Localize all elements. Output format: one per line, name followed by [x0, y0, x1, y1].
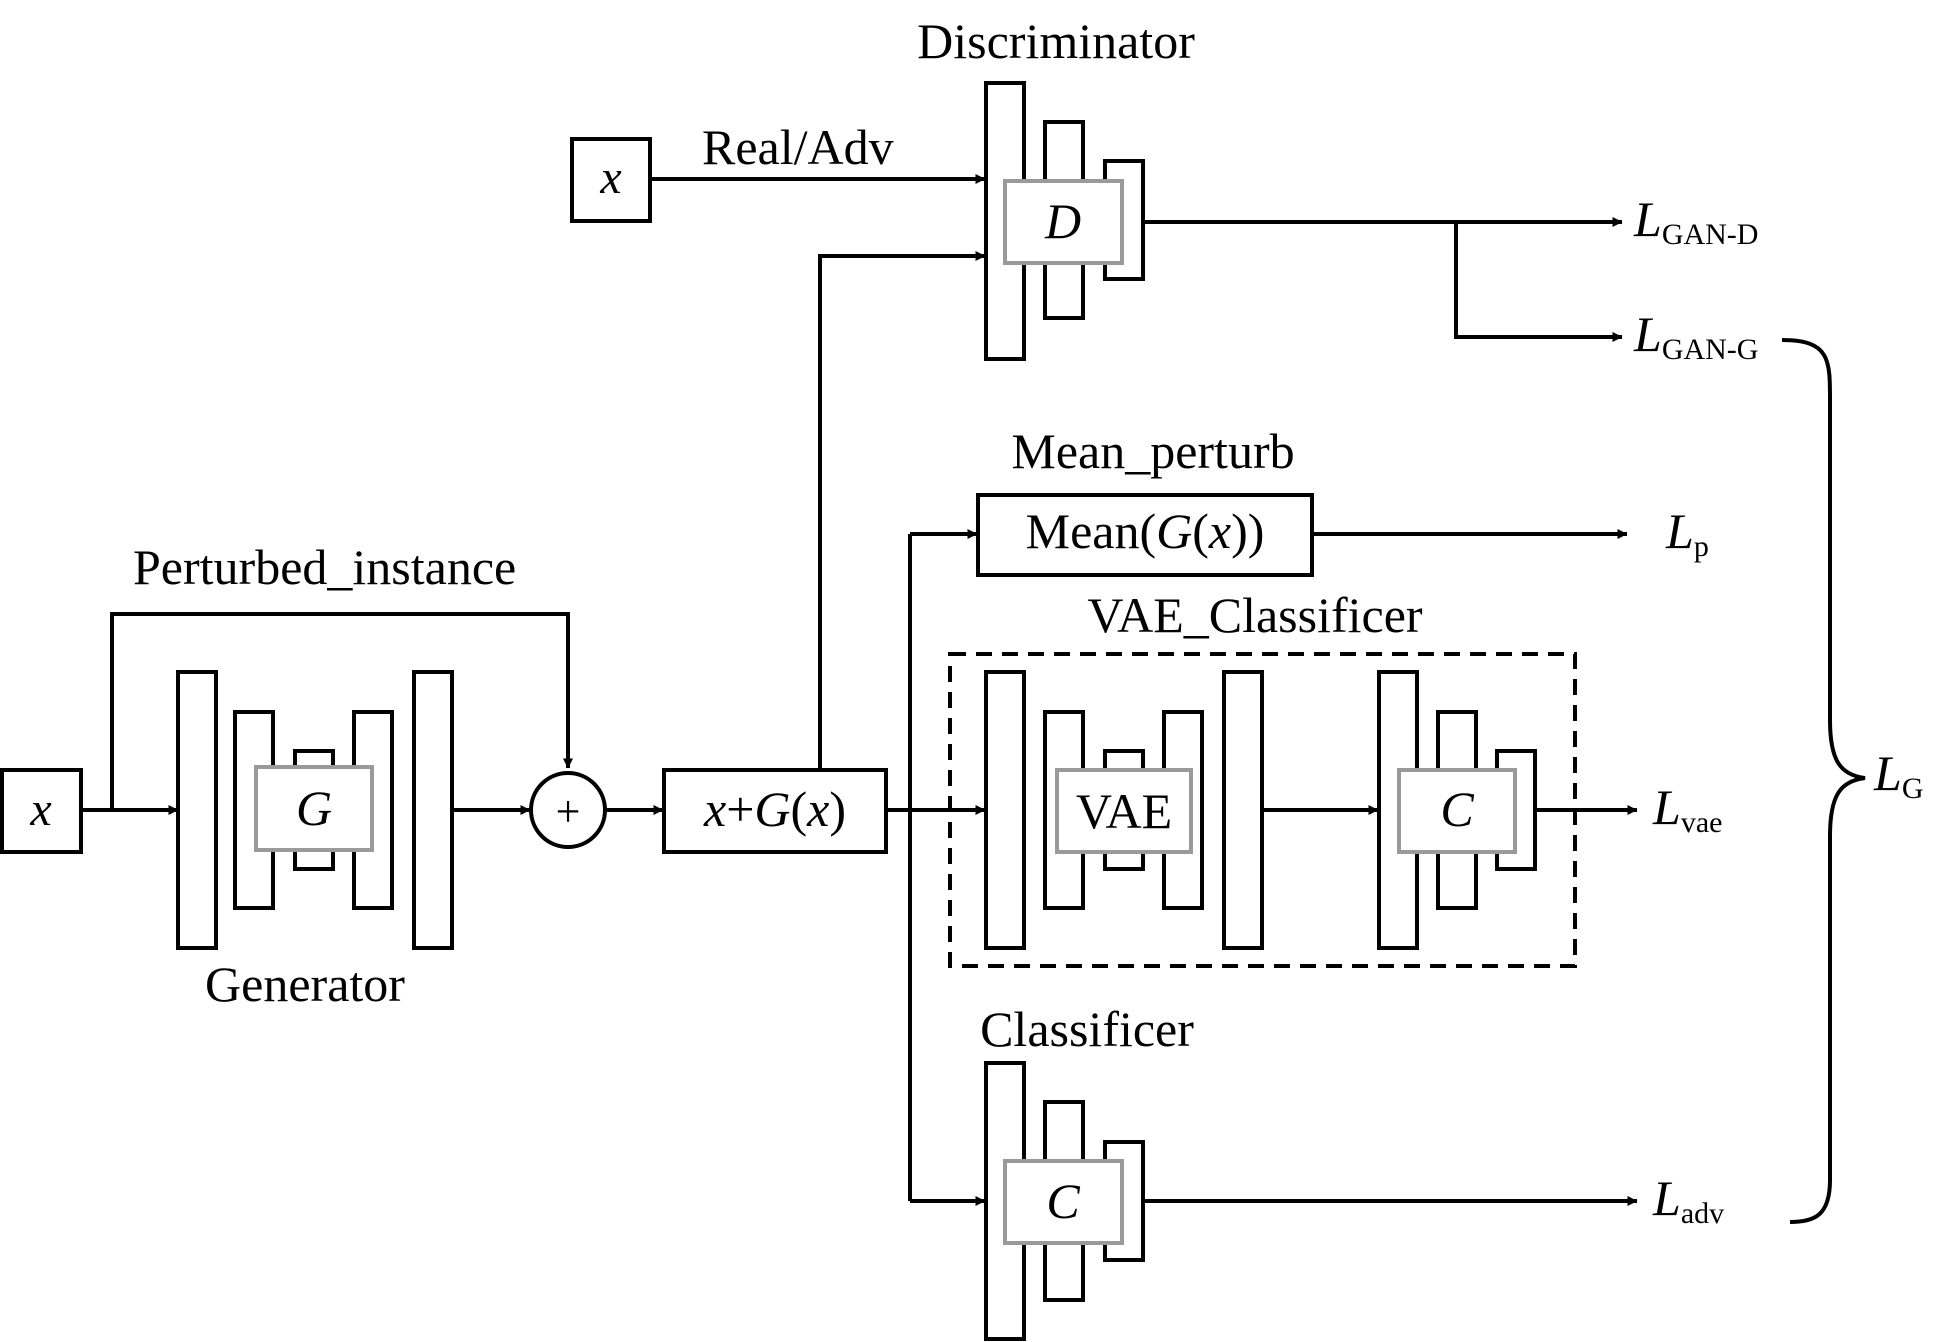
- input-x-label: x: [29, 783, 51, 836]
- loss-p: Lp: [1665, 503, 1709, 563]
- lg-curly-brace: [1781, 338, 1866, 1224]
- arrow-to-lgan-g: [1454, 222, 1623, 342]
- plus-circle: [529, 771, 607, 849]
- vae-classifier-dashed-box: [948, 652, 1577, 968]
- generator-inner-label: G: [296, 780, 332, 836]
- loss-g: LG: [1873, 745, 1923, 805]
- mean-box-label: Mean(G(x)): [1026, 503, 1265, 559]
- sum-box: [662, 768, 888, 854]
- plus-sign: +: [556, 787, 581, 836]
- classifier-inner-box: [1003, 1159, 1124, 1245]
- real-x-label: x: [599, 151, 621, 204]
- arrow-perturbed-instance: [110, 612, 573, 810]
- loss-gan-d: LGAN-D: [1633, 191, 1758, 251]
- connectors: [82, 174, 1638, 1206]
- vae-layer-5: [1222, 670, 1264, 950]
- vae-c-inner-box: [1397, 768, 1517, 854]
- generator: [176, 670, 454, 950]
- generator-layer-5: [412, 670, 454, 950]
- real-adv-label: Real/Adv: [702, 119, 894, 175]
- discriminator-title: Discriminator: [917, 13, 1195, 69]
- mean-perturb-title: Mean_perturb: [1011, 423, 1294, 479]
- vae-inner-box: [1055, 768, 1193, 854]
- vae-inner-label: VAE: [1076, 783, 1172, 839]
- arrow-sum-to-discriminator: [818, 251, 986, 770]
- generator-inner-box: [254, 765, 374, 852]
- perturbed-instance-label: Perturbed_instance: [133, 539, 516, 595]
- discriminator-inner-box: [1003, 179, 1124, 265]
- discriminator: [984, 81, 1145, 361]
- real-x-box: [570, 137, 652, 223]
- classifier-title: Classificer: [980, 1001, 1194, 1057]
- loss-gan-g: LGAN-G: [1633, 306, 1758, 366]
- vae-layer-1: [984, 670, 1026, 950]
- input-x-box: [0, 768, 83, 854]
- loss-vae: Lvae: [1652, 779, 1722, 839]
- generator-layer-1: [176, 670, 218, 950]
- mean-box: [976, 493, 1314, 577]
- classifier: [984, 1061, 1145, 1341]
- classifier-inner-label: C: [1046, 1173, 1080, 1229]
- vae-classifier-title: VAE_Classificer: [1087, 587, 1422, 643]
- vae-c-block: [1377, 670, 1537, 950]
- discriminator-inner-label: D: [1044, 193, 1081, 249]
- vae-c-inner-label: C: [1440, 781, 1474, 837]
- vae-block: [984, 670, 1264, 950]
- sum-box-label: x+G(x): [703, 781, 846, 837]
- loss-adv: Ladv: [1652, 1170, 1724, 1230]
- generator-title: Generator: [205, 956, 405, 1012]
